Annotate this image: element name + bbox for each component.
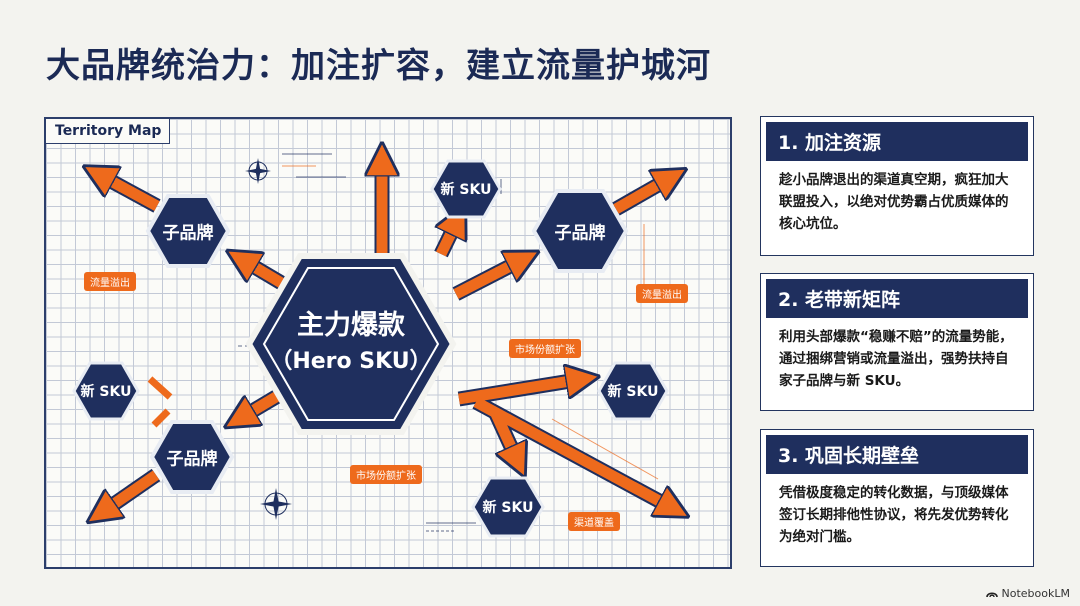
card-body: 趁小品牌退出的渠道真空期，疯狂加大联盟投入，以绝对优势霸占优质媒体的核心坑位。: [779, 172, 1009, 232]
card-title: 3. 巩固长期壁垒: [766, 435, 1028, 474]
compass-icon: [245, 158, 271, 184]
map-label: Territory Map: [46, 119, 171, 144]
share-expand-tag-right: 市场份额扩张: [509, 339, 581, 358]
traffic-overflow-tag-right: 流量溢出: [636, 284, 688, 303]
card-title: 1. 加注资源: [766, 122, 1028, 161]
sub-brand-node-bottom-left: 子品牌: [166, 449, 218, 470]
new-sku-node-bottom: 新 SKU: [482, 500, 534, 516]
card-body: 利用头部爆款“稳赚不赔”的流量势能，通过捆绑营销或流量溢出，强势扶持自家子品牌与…: [779, 329, 1013, 389]
territory-map: Territory Map: [44, 117, 732, 569]
hex-shapes: [72, 159, 669, 538]
diagram-canvas: [72, 119, 732, 538]
page-title: 大品牌统治力：加注扩容，建立流量护城河: [46, 46, 711, 86]
hero-title: 主力爆款: [296, 310, 405, 341]
card-title: 2. 老带新矩阵: [766, 279, 1028, 318]
notebooklm-logo-icon: [985, 592, 998, 598]
new-sku-node-left: 新 SKU: [80, 384, 132, 400]
traffic-overflow-tag-left: 流量溢出: [84, 272, 136, 291]
new-sku-node-top: 新 SKU: [440, 182, 492, 198]
hero-sku-node: 主力爆款 （Hero SKU）: [270, 308, 431, 380]
sub-brand-node-top-right: 子品牌: [554, 223, 606, 244]
new-sku-node-right: 新 SKU: [607, 384, 659, 400]
sub-brand-hex: [145, 194, 231, 268]
card-long-term-barrier: 3. 巩固长期壁垒 凭借极度稳定的转化数据，与顶级媒体签订长期排他性协议，将先发…: [760, 429, 1034, 567]
card-body: 凭借极度稳定的转化数据，与顶级媒体签订长期排他性协议，将先发优势转化为绝对门槛。: [779, 485, 1009, 545]
hero-subtitle: （Hero SKU）: [270, 349, 432, 374]
compass-icon: [260, 488, 292, 520]
hero-hex: [245, 253, 457, 435]
footer-brand: NotebookLM: [985, 587, 1070, 600]
share-expand-tag-bottom: 市场份额扩张: [350, 465, 422, 484]
card-add-resources: 1. 加注资源 趁小品牌退出的渠道真空期，疯狂加大联盟投入，以绝对优势霸占优质媒…: [760, 116, 1034, 256]
footer-brand-text: NotebookLM: [1001, 587, 1070, 600]
channel-coverage-tag: 渠道覆盖: [568, 512, 620, 531]
sub-brand-hex: [149, 420, 235, 494]
new-sku-hex: [430, 159, 502, 219]
card-old-brings-new: 2. 老带新矩阵 利用头部爆款“稳赚不赔”的流量势能，通过捆绑营销或流量溢出，强…: [760, 273, 1034, 411]
sub-brand-node-top-left: 子品牌: [162, 223, 214, 244]
